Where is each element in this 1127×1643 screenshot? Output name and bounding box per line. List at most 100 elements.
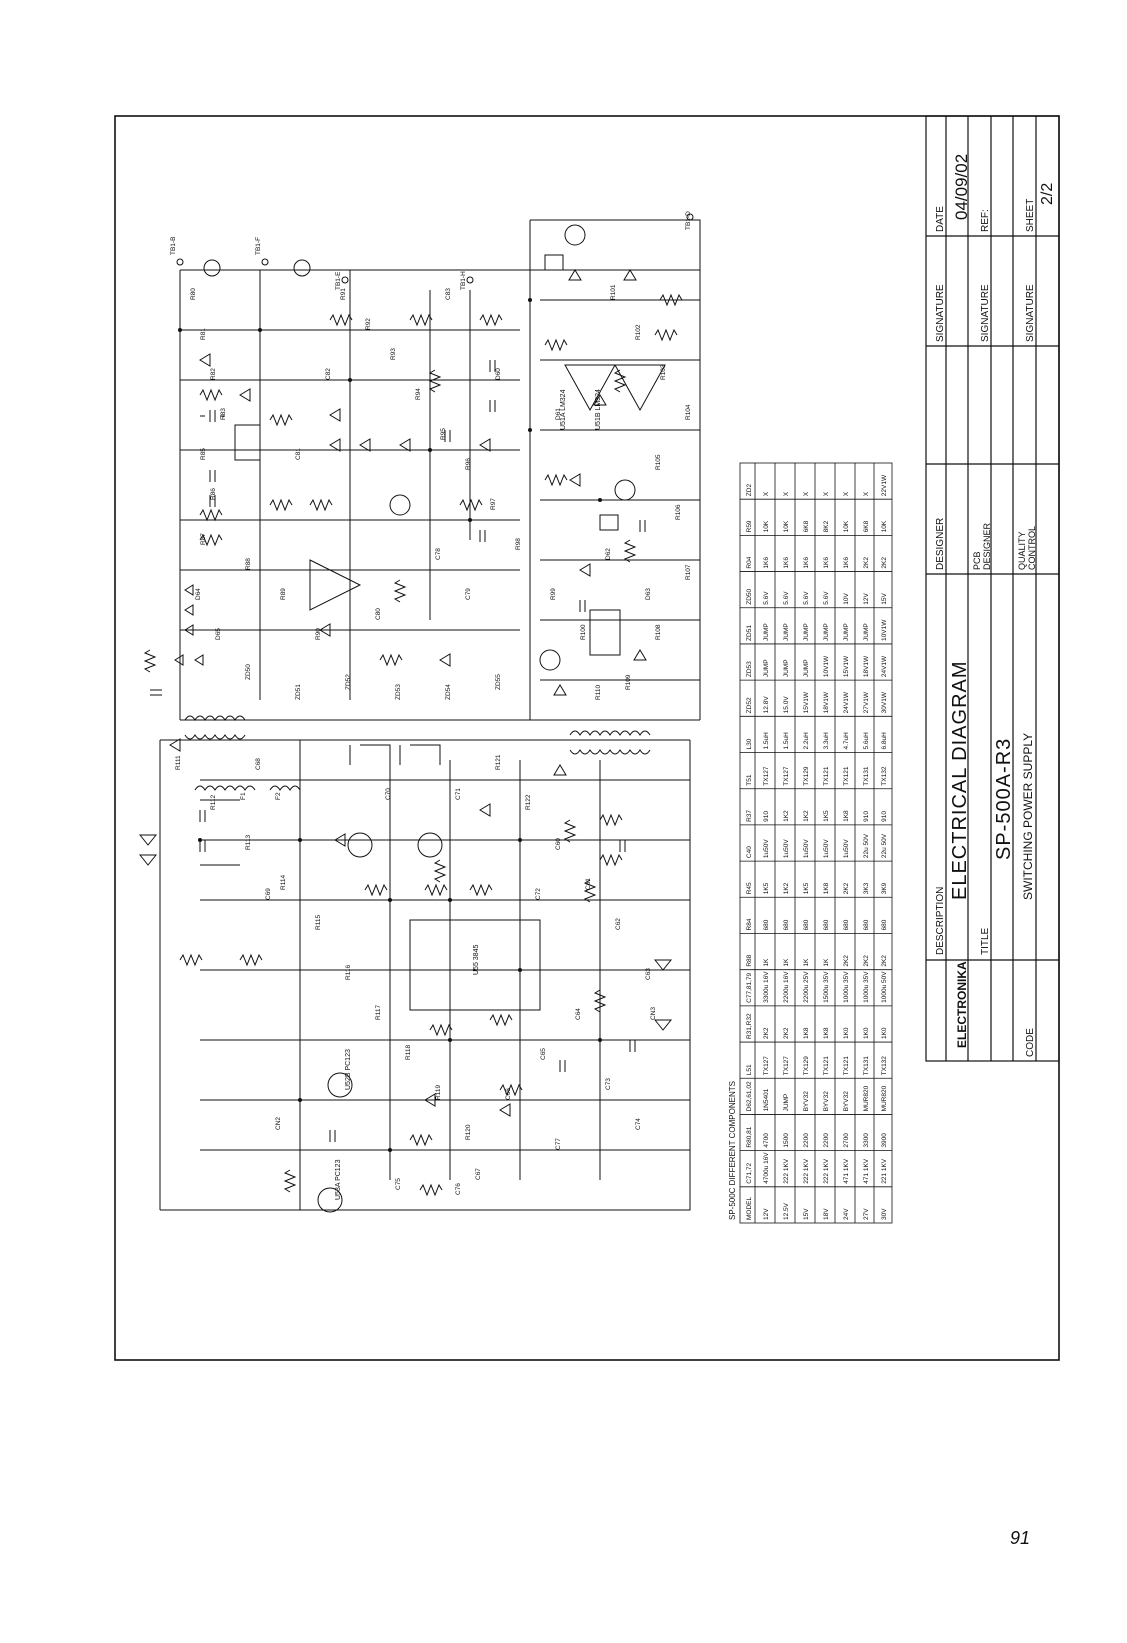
component-ref-label: ZD55 [495, 674, 502, 690]
table-cell: 1K2 [783, 882, 790, 894]
component-ref-label: D64 [195, 588, 202, 600]
component-ref-label: C64 [575, 1008, 582, 1020]
table-cell: 2.2uH [803, 732, 810, 750]
table-cell: 12V [763, 1208, 770, 1220]
company-logo: ELECTRONIKA [955, 961, 969, 1048]
component-ref-label: C69 [265, 888, 272, 900]
code-header: CODE [1025, 1028, 1036, 1057]
terminal-label: TB1-H [460, 271, 467, 290]
table-cell: 2200 [803, 1133, 810, 1148]
table-cell: 2K2 [881, 955, 888, 967]
table-cell: 24V1W [843, 691, 850, 713]
table-header-cell: R37 [746, 810, 753, 822]
component-ref-label: C74 [635, 1118, 642, 1130]
table-cell: 1K8 [843, 810, 850, 822]
table-cell: 5.6uH [863, 732, 870, 750]
table-cell: 12V [863, 593, 870, 605]
component-ref-label: C75 [395, 1178, 402, 1190]
component-ref-label: R109 [625, 674, 632, 690]
pcb-designer-header-2: DESIGNER [982, 522, 992, 570]
component-ref-label: C78 [435, 548, 442, 560]
table-cell: 15.0V [783, 696, 790, 714]
component-ref-label: D61 [555, 408, 562, 420]
component-ref-label: R93 [390, 348, 397, 360]
optocoupler-u52b-label: U52B PC123 [345, 1049, 352, 1090]
table-cell: 1K [803, 958, 810, 967]
component-ref-label: R97 [490, 498, 497, 510]
table-cell: 8K2 [823, 520, 830, 532]
description-header: DESCRIPTION [935, 887, 946, 955]
signature-header-2: SIGNATURE [980, 284, 991, 342]
table-cell: 1K0 [881, 1027, 888, 1039]
table-cell: 22V1W [881, 474, 888, 496]
terminal-label: TB1-B [170, 237, 177, 255]
component-ref-label: C67 [475, 1168, 482, 1180]
table-cell: 1K0 [843, 1027, 850, 1039]
component-ref-label: R82 [210, 368, 217, 380]
table-cell: 3300 [863, 1133, 870, 1148]
table-cell: 3900 [881, 1133, 888, 1148]
table-cell: TX127 [763, 766, 770, 786]
table-cell: 1K0 [863, 1027, 870, 1039]
component-ref-label: C72 [535, 888, 542, 900]
component-ref-label: R83 [220, 408, 227, 420]
table-cell: 2K2 [863, 955, 870, 967]
component-ref-label: R85 [200, 448, 207, 460]
title-header: TITLE [980, 927, 991, 955]
component-ref-label: C61 [585, 878, 592, 890]
table-header-cell: R45 [746, 882, 753, 894]
table-cell: 30V1W [881, 691, 888, 713]
component-ref-label: ZD51 [295, 684, 302, 700]
table-cell: 5.6V [803, 591, 810, 605]
component-ref-label: C70 [385, 788, 392, 800]
table-cell: 15V1W [803, 691, 810, 713]
table-cell: X [823, 491, 830, 496]
component-ref-label: R100 [580, 624, 587, 640]
component-ref-label: C76 [455, 1183, 462, 1195]
table-header-cell: R59 [746, 520, 753, 532]
control-header: CONTROL [1027, 526, 1037, 570]
table-cell: 222 1KV [823, 1158, 830, 1184]
table-cell: 1K [823, 958, 830, 967]
table-cell: 2K2 [763, 1027, 770, 1039]
table-cell: 1K6 [803, 557, 810, 569]
table-cell: 222 1KV [803, 1158, 810, 1184]
date-value: 04/09/02 [952, 154, 971, 220]
table-cell: TX127 [783, 766, 790, 786]
component-ref-label: R90 [315, 628, 322, 640]
table-cell: BYV32 [823, 1091, 830, 1112]
table-cell: TX131 [863, 766, 870, 786]
table-cell: 1N5401 [763, 1088, 770, 1111]
table-cell: JUMP [843, 623, 850, 641]
table-cell: 680 [881, 919, 888, 930]
component-ref-label: R95 [440, 428, 447, 440]
designer-header: DESIGNER [935, 518, 946, 570]
table-cell: 10K [783, 520, 790, 532]
component-ref-label: C77 [555, 1138, 562, 1150]
component-ref-label: R117 [375, 1005, 382, 1020]
schematic [138, 213, 701, 1213]
table-cell: MUR820 [881, 1085, 888, 1111]
component-ref-label: D62 [605, 548, 612, 560]
table-header-cell: C71,72 [746, 1162, 753, 1183]
component-ref-label: ZD54 [445, 684, 452, 700]
component-ref-label: R110 [595, 685, 602, 700]
table-cell: BYV32 [843, 1091, 850, 1112]
table-header-cell: C77,81,79 [746, 972, 753, 1002]
table-cell: 1K8 [823, 1027, 830, 1039]
table-cell: 1.5uH [763, 732, 770, 750]
opamp-u51a-label: U51A LM324 [560, 389, 567, 430]
table-cell: 471 1KV [863, 1158, 870, 1184]
component-ref-label: C62 [615, 918, 622, 930]
table-cell: 2K2 [843, 955, 850, 967]
component-ref-label: C68 [255, 758, 262, 770]
table-cell: 2700 [843, 1133, 850, 1148]
table-cell: JUMP [803, 623, 810, 641]
table-cell: 222 1KV [783, 1158, 790, 1184]
table-cell: 5.6V [823, 591, 830, 605]
table-cell: 471 1KV [843, 1158, 850, 1184]
table-cell: JUMP [863, 623, 870, 641]
table-header-cell: L30 [746, 738, 753, 749]
table-cell: TX132 [881, 766, 888, 786]
component-ref-label: R81 [200, 328, 207, 340]
